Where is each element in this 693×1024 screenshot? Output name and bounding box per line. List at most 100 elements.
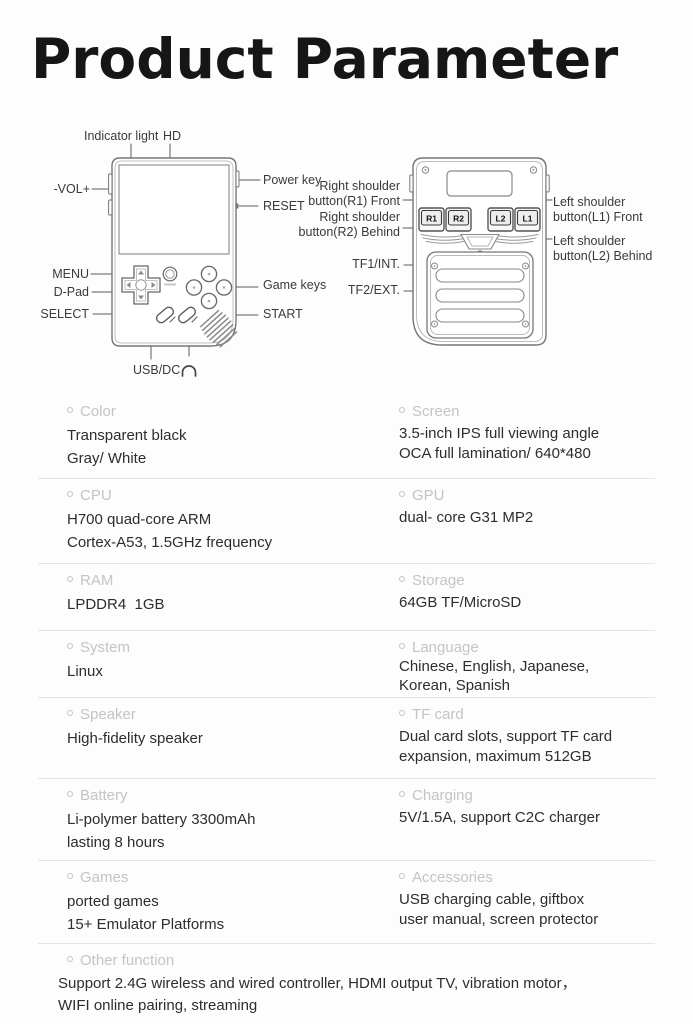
spec-language: Language Chinese, English, Japanese, Kor… bbox=[399, 639, 655, 697]
spec-label: Battery bbox=[67, 787, 399, 805]
l2-button-label: L2 bbox=[496, 214, 506, 224]
spec-value: Chinese, English, Japanese, bbox=[399, 658, 590, 675]
spec-label: Charging bbox=[399, 787, 655, 805]
spec-value: 5V/1.5A, support C2C charger bbox=[399, 809, 600, 826]
spec-value: ported games bbox=[67, 893, 159, 910]
screws bbox=[421, 166, 538, 174]
spec-charging: Charging 5V/1.5A, support C2C charger bbox=[399, 787, 655, 860]
spec-label-text: Games bbox=[80, 869, 129, 886]
spec-system: System Linux bbox=[67, 639, 399, 697]
bullet-icon bbox=[399, 576, 405, 582]
front-label-power-key: Power key bbox=[263, 173, 322, 187]
spec-screen: Screen 3.5-inch IPS full viewing angle O… bbox=[399, 403, 655, 478]
front-label-indicator-light: Indicator light bbox=[84, 129, 159, 143]
bullet-icon bbox=[67, 956, 73, 962]
select-button-icon bbox=[156, 306, 176, 324]
device-diagrams: R1 R2 L2 L1 bbox=[0, 118, 693, 395]
spec-label: Games bbox=[67, 869, 399, 887]
speaker-grille-icon bbox=[199, 309, 238, 348]
front-label-menu: MENU bbox=[52, 267, 89, 281]
back-device-illustration: R1 R2 L2 L1 bbox=[402, 157, 553, 346]
spec-row-system-language: System Linux Language Chinese, English, … bbox=[38, 631, 655, 698]
spec-value: lasting 8 hours bbox=[67, 834, 165, 851]
spec-value: expansion, maximum 512GB bbox=[399, 748, 592, 765]
game-buttons-icon bbox=[185, 265, 233, 310]
bullet-icon bbox=[67, 643, 73, 649]
bullet-icon bbox=[67, 491, 73, 497]
spec-row-cpu-gpu: CPU H700 quad-core ARM Cortex-A53, 1.5GH… bbox=[38, 479, 655, 564]
shoulder-buttons: R1 R2 L2 L1 bbox=[418, 207, 541, 244]
spec-label-text: TF card bbox=[412, 706, 464, 723]
back-label-tf1: TF1/INT. bbox=[352, 257, 400, 271]
r2-button-label: R2 bbox=[453, 214, 464, 224]
spec-label-text: Color bbox=[80, 403, 116, 420]
spec-value: LPDDR4 1GB bbox=[67, 596, 165, 613]
spec-row-other-function: Other function Support 2.4G wireless and… bbox=[38, 944, 655, 1024]
reset-hole bbox=[236, 203, 239, 209]
spec-value: Linux bbox=[67, 663, 103, 680]
bullet-icon bbox=[399, 710, 405, 716]
spec-label: Screen bbox=[399, 403, 655, 421]
spec-label: Accessories bbox=[399, 869, 655, 887]
spec-accessories: Accessories USB charging cable, giftbox … bbox=[399, 869, 655, 943]
spec-value: Korean, Spanish bbox=[399, 677, 510, 694]
spec-tf-card: TF card Dual card slots, support TF card… bbox=[399, 706, 655, 778]
spec-value: H700 quad-core ARM bbox=[67, 511, 212, 528]
spec-row-battery-charging: Battery Li-polymer battery 3300mAh lasti… bbox=[38, 779, 655, 861]
spec-label: TF card bbox=[399, 706, 655, 724]
back-label-l2: Left shoulder button(L2) Behind bbox=[553, 234, 653, 263]
spec-value: USB charging cable, giftbox bbox=[399, 891, 585, 908]
start-button-icon bbox=[178, 306, 198, 324]
spec-label: Other function bbox=[67, 952, 655, 970]
spec-row-speaker-tfcard: Speaker High-fidelity speaker TF card Du… bbox=[38, 698, 655, 779]
spec-label-text: Language bbox=[412, 639, 479, 656]
spec-row-color-screen: Color Transparent black Gray/ White Scre… bbox=[38, 395, 655, 479]
spec-ram: RAM LPDDR4 1GB bbox=[67, 572, 399, 630]
spec-label-text: RAM bbox=[80, 572, 114, 589]
back-label-tf2: TF2/EXT. bbox=[347, 283, 400, 297]
spec-label-text: Storage bbox=[412, 572, 465, 589]
spec-games: Games ported games 15+ Emulator Platform… bbox=[67, 869, 399, 943]
spec-row-ram-storage: RAM LPDDR4 1GB Storage 64GB TF/MicroSD bbox=[38, 564, 655, 631]
front-label-dpad: D-Pad bbox=[53, 285, 89, 299]
spec-value: 15+ Emulator Platforms bbox=[67, 916, 225, 933]
volume-buttons bbox=[108, 173, 113, 195]
spec-label: Storage bbox=[399, 572, 655, 590]
spec-label: RAM bbox=[67, 572, 399, 590]
r1-button-label: R1 bbox=[426, 214, 437, 224]
spec-value: High-fidelity speaker bbox=[67, 730, 203, 747]
spec-label-text: Battery bbox=[80, 787, 128, 804]
front-label-reset: RESET bbox=[263, 199, 305, 213]
power-button bbox=[235, 170, 240, 188]
front-label-game-keys: Game keys bbox=[263, 278, 327, 292]
bullet-icon bbox=[67, 791, 73, 797]
back-label-r2: Right shoulder button(R2) Behind bbox=[298, 210, 400, 239]
spec-label: GPU bbox=[399, 487, 655, 505]
spec-label-text: CPU bbox=[80, 487, 112, 504]
spec-list: Color Transparent black Gray/ White Scre… bbox=[0, 395, 693, 1024]
spec-color: Color Transparent black Gray/ White bbox=[67, 403, 399, 478]
spec-value: Gray/ White bbox=[67, 450, 147, 467]
spec-row-games-accessories: Games ported games 15+ Emulator Platform… bbox=[38, 861, 655, 944]
spec-label: Speaker bbox=[67, 706, 399, 724]
dpad-icon bbox=[121, 265, 161, 305]
front-label-select: SELECT bbox=[40, 307, 89, 321]
spec-label-text: Other function bbox=[80, 952, 175, 969]
bullet-icon bbox=[399, 643, 405, 649]
spec-label-text: Charging bbox=[412, 787, 473, 804]
screen bbox=[118, 164, 230, 255]
spec-value: Cortex-A53, 1.5GHz frequency bbox=[67, 534, 273, 551]
spec-battery: Battery Li-polymer battery 3300mAh lasti… bbox=[67, 787, 399, 860]
spec-value: Transparent black bbox=[67, 427, 187, 444]
spec-value: 64GB TF/MicroSD bbox=[399, 594, 522, 611]
headphone-icon bbox=[181, 365, 197, 377]
l1-button-label: L1 bbox=[523, 214, 533, 224]
front-label-start: START bbox=[263, 307, 303, 321]
spec-label: CPU bbox=[67, 487, 399, 505]
spec-value: WIFI online pairing, streaming bbox=[58, 997, 258, 1014]
spec-label: Color bbox=[67, 403, 399, 421]
spec-value: Dual card slots, support TF card bbox=[399, 728, 613, 745]
spec-label-text: Screen bbox=[412, 403, 460, 420]
bullet-icon bbox=[67, 576, 73, 582]
